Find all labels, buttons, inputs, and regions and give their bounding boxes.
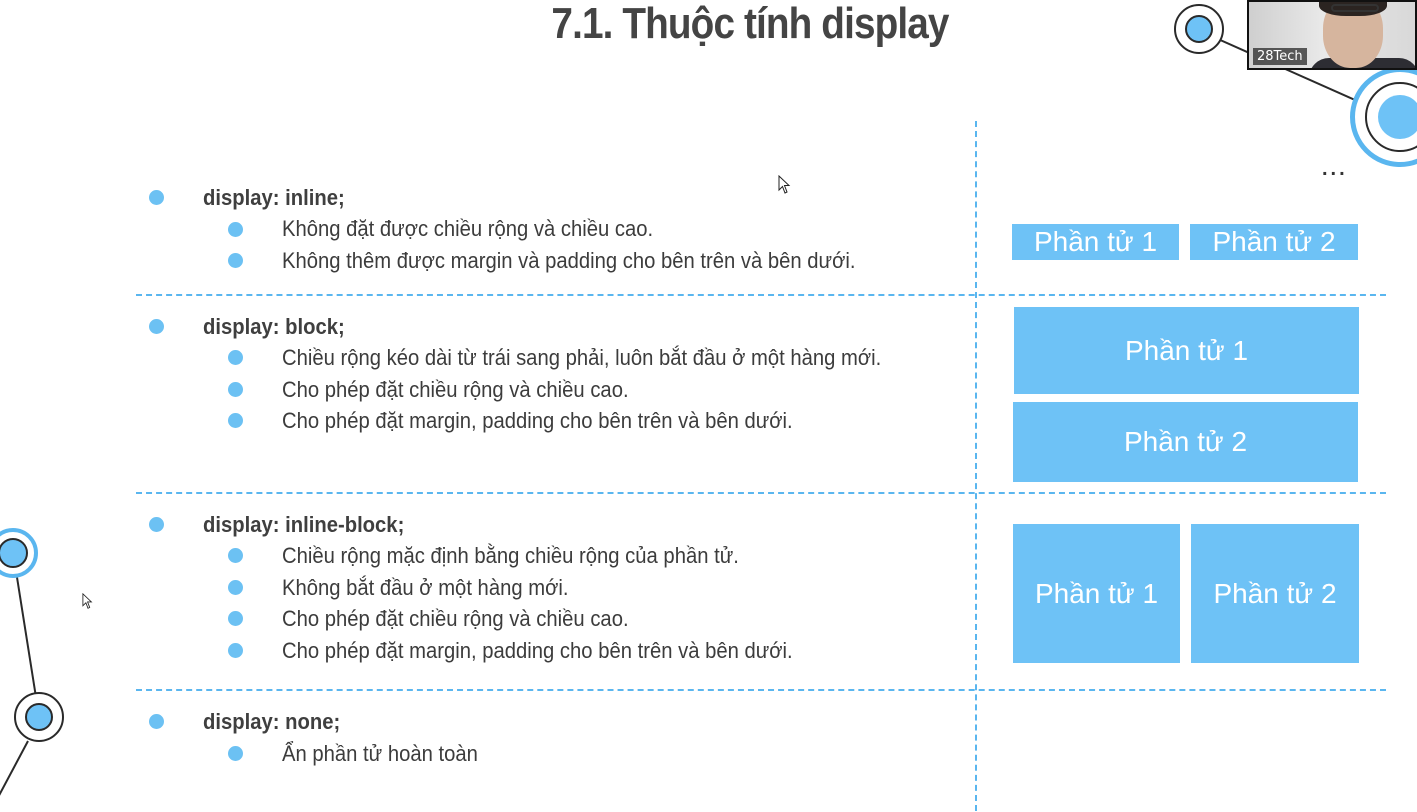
- slide-title: 7.1. Thuộc tính display: [551, 0, 949, 48]
- list-item: Chiều rộng kéo dài từ trái sang phải, lu…: [282, 345, 882, 370]
- list-item: Cho phép đặt chiều rộng và chiều cao.: [282, 606, 629, 631]
- list-item: Chiều rộng mặc định bằng chiều rộng của …: [282, 543, 739, 568]
- bullet-icon: [149, 319, 164, 334]
- demo-inline-element-1: Phần tử 1: [1012, 224, 1179, 260]
- section-heading: display: inline-block;: [203, 512, 405, 537]
- decoration-dot-large: [1378, 95, 1417, 139]
- bullet-icon: [228, 746, 243, 761]
- list-item: Không đặt được chiều rộng và chiều cao.: [282, 216, 654, 241]
- list-item: Không bắt đầu ở một hàng mới.: [282, 575, 569, 600]
- list-item: Không thêm được margin và padding cho bê…: [282, 248, 856, 273]
- decoration-dot-left-bottom: [25, 703, 53, 731]
- section-heading: display: inline;: [203, 185, 345, 210]
- row-divider-1: [136, 294, 1386, 296]
- decoration-dot-small: [1185, 15, 1213, 43]
- decoration-ring-small: [1174, 4, 1224, 54]
- decoration-connector-left-bottom: [0, 740, 29, 812]
- list-item: Cho phép đặt margin, padding cho bên trê…: [282, 408, 793, 433]
- demo-inline-element-2: Phần tử 2: [1190, 224, 1358, 260]
- bullet-icon: [228, 253, 243, 268]
- bullet-icon: [228, 611, 243, 626]
- webcam-person-glasses: [1331, 4, 1379, 12]
- bullet-icon: [228, 222, 243, 237]
- demo-inline-block-element-1: Phần tử 1: [1013, 524, 1180, 663]
- bullet-icon: [149, 517, 164, 532]
- decoration-connector-left: [15, 570, 38, 700]
- webcam-preview[interactable]: 28Tech: [1247, 0, 1417, 70]
- vertical-divider: [975, 121, 977, 811]
- more-dots-icon[interactable]: ...: [1322, 158, 1348, 180]
- bullet-icon: [228, 350, 243, 365]
- demo-inline-block-element-2: Phần tử 2: [1191, 524, 1359, 663]
- bullet-icon: [228, 413, 243, 428]
- row-divider-3: [136, 689, 1386, 691]
- decoration-dot-left-top: [0, 538, 28, 568]
- row-divider-2: [136, 492, 1386, 494]
- list-item: Cho phép đặt margin, padding cho bên trê…: [282, 638, 793, 663]
- section-heading: display: block;: [203, 314, 345, 339]
- webcam-name-label: 28Tech: [1253, 48, 1307, 65]
- mouse-pointer-icon: [778, 175, 791, 194]
- bullet-icon: [228, 580, 243, 595]
- bullet-icon: [228, 382, 243, 397]
- bullet-icon: [228, 643, 243, 658]
- bullet-icon: [228, 548, 243, 563]
- demo-block-element-1: Phần tử 1: [1014, 307, 1359, 394]
- bullet-icon: [149, 190, 164, 205]
- list-item: Ẩn phần tử hoàn toàn: [282, 741, 478, 766]
- section-heading: display: none;: [203, 709, 341, 734]
- mouse-pointer-icon: [82, 593, 93, 609]
- list-item: Cho phép đặt chiều rộng và chiều cao.: [282, 377, 629, 402]
- demo-block-element-2: Phần tử 2: [1013, 402, 1358, 482]
- bullet-icon: [149, 714, 164, 729]
